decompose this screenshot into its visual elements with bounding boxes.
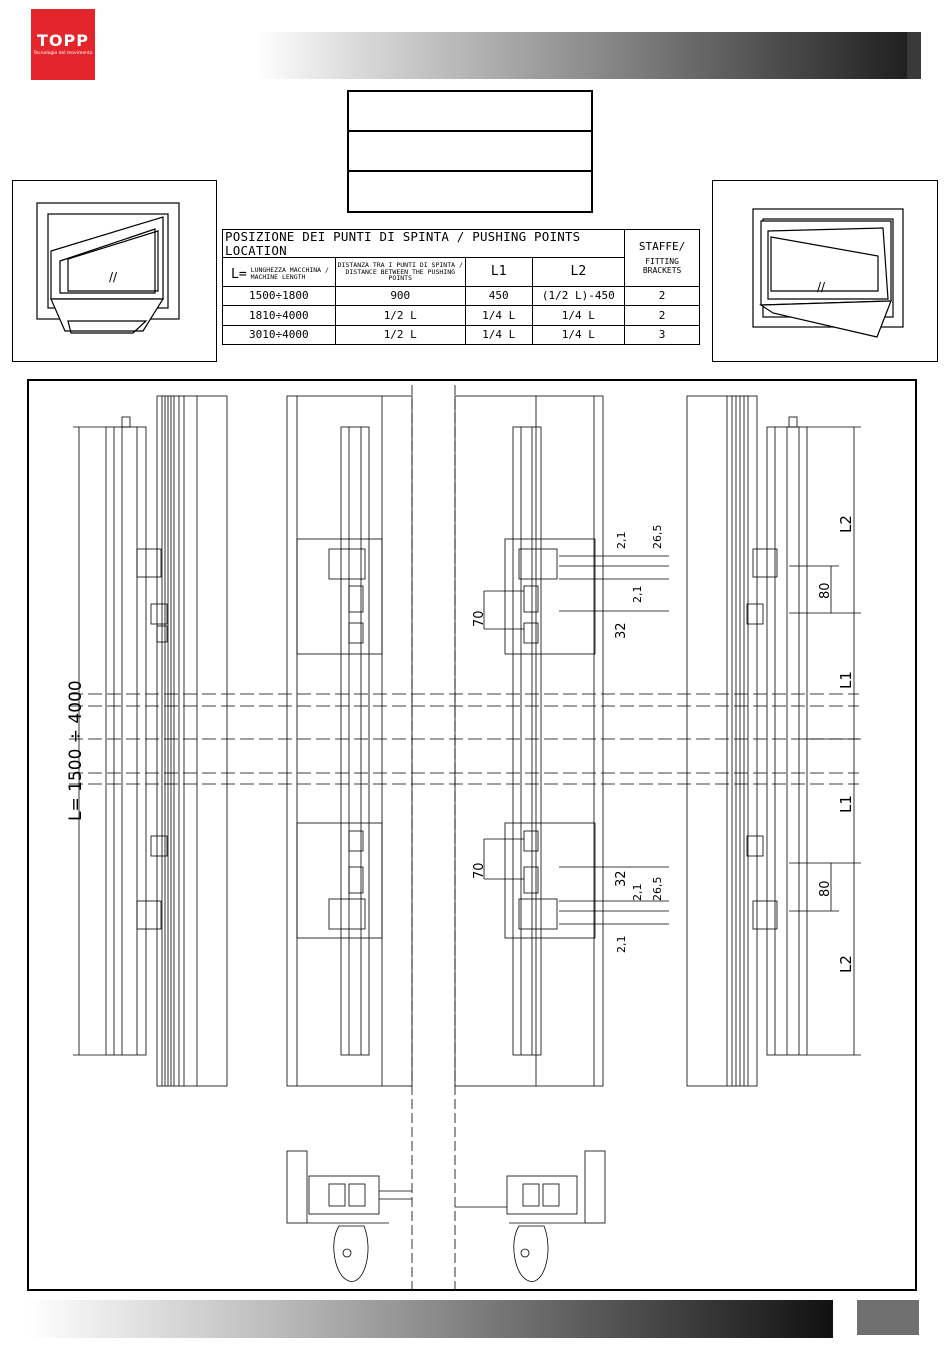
title-box-row <box>349 172 591 212</box>
distance-header: DISTANZA TRA I PUNTI DI SPINTA / DISTANC… <box>334 257 466 287</box>
page-number-box <box>857 1300 919 1335</box>
row1-l2: (1/2 L)-450 <box>531 285 626 307</box>
dim-80-bottom: 80 <box>818 880 833 897</box>
title-box-row <box>349 132 591 172</box>
dim-70-top: 70 <box>472 610 487 627</box>
glass-mark: // <box>109 270 118 284</box>
window-icon-left: // <box>12 180 217 362</box>
window-icon-right: // <box>712 180 938 362</box>
table-header: POSIZIONE DEI PUNTI DI SPINTA / PUSHING … <box>221 229 626 258</box>
brackets-header: STAFFE/ FITTING BRACKETS <box>624 229 700 287</box>
row2-distance: 1/2 L <box>334 305 466 326</box>
length-header: L= LUNGHEZZA MACCHINA / MACHINE LENGTH <box>222 257 336 287</box>
dim-32-a: 32 <box>614 622 629 639</box>
row2-length: 1810÷4000 <box>222 305 336 326</box>
l1-header: L1 <box>464 257 533 287</box>
row3-brackets: 3 <box>624 324 700 346</box>
title-box-stack <box>347 90 593 213</box>
dim-l2-top: L2 <box>837 515 855 533</box>
row2-l2: 1/4 L <box>531 305 626 326</box>
technical-drawing-frame: L= 1500 ÷ 4000 70 70 2,1 26,5 2,1 32 32 … <box>27 371 917 1291</box>
dim-32-b: 32 <box>614 870 629 887</box>
row1-l1: 450 <box>464 285 533 307</box>
row2-brackets: 2 <box>624 305 700 326</box>
logo-text: TOPP <box>37 31 89 50</box>
window-open-outward-icon: // <box>36 202 180 334</box>
brand-logo: TOPP Tecnologia del movimento <box>31 9 95 80</box>
dim-2-1-d: 2,1 <box>615 936 628 954</box>
l2-header: L2 <box>531 257 626 287</box>
dim-2-1-c: 2,1 <box>631 884 644 902</box>
brackets-header-it: STAFFE/ <box>638 239 686 253</box>
length-label: L= <box>231 267 247 283</box>
row1-length: 1500÷1800 <box>222 285 336 307</box>
glass-mark: // <box>817 280 826 294</box>
distance-desc-en: DISTANCE BETWEEN THE PUSHING POINTS <box>345 267 456 283</box>
row3-l1: 1/4 L <box>464 324 533 346</box>
dim-26-5-a: 26,5 <box>651 525 664 550</box>
row3-l2: 1/4 L <box>531 324 626 346</box>
distance-desc-it: DISTANZA TRA I PUNTI DI SPINTA / <box>337 260 463 269</box>
dim-80-top: 80 <box>818 582 833 599</box>
row3-distance: 1/2 L <box>334 324 466 346</box>
dim-l2-bottom: L2 <box>837 955 855 973</box>
header-bar-end <box>907 32 921 79</box>
brackets-header-en: FITTING BRACKETS <box>642 257 682 275</box>
logo-tagline: Tecnologia del movimento <box>33 51 93 56</box>
dim-l1-bottom: L1 <box>837 795 855 813</box>
row3-length: 3010÷4000 <box>222 324 336 346</box>
pushing-points-table: POSIZIONE DEI PUNTI DI SPINTA / PUSHING … <box>221 229 700 346</box>
pushing-points-drawing: L= 1500 ÷ 4000 70 70 2,1 26,5 2,1 32 32 … <box>66 371 861 1291</box>
header-gradient-bar <box>255 32 920 79</box>
length-desc-it: LUNGHEZZA MACCHINA / <box>250 266 329 275</box>
length-range-label: L= 1500 ÷ 4000 <box>66 680 86 821</box>
dim-2-1-a: 2,1 <box>615 532 628 550</box>
dim-26-5-b: 26,5 <box>651 877 664 902</box>
title-box-row <box>349 92 591 132</box>
dim-2-1-b: 2,1 <box>631 586 644 604</box>
footer-gradient-bar <box>28 1300 833 1338</box>
length-desc-en: MACHINE LENGTH <box>250 272 306 281</box>
row1-distance: 900 <box>334 285 466 307</box>
row2-l1: 1/4 L <box>464 305 533 326</box>
row1-brackets: 2 <box>624 285 700 307</box>
dim-l1-top: L1 <box>837 671 855 689</box>
dim-70-bottom: 70 <box>472 862 487 879</box>
window-open-inward-icon: // <box>752 208 904 338</box>
